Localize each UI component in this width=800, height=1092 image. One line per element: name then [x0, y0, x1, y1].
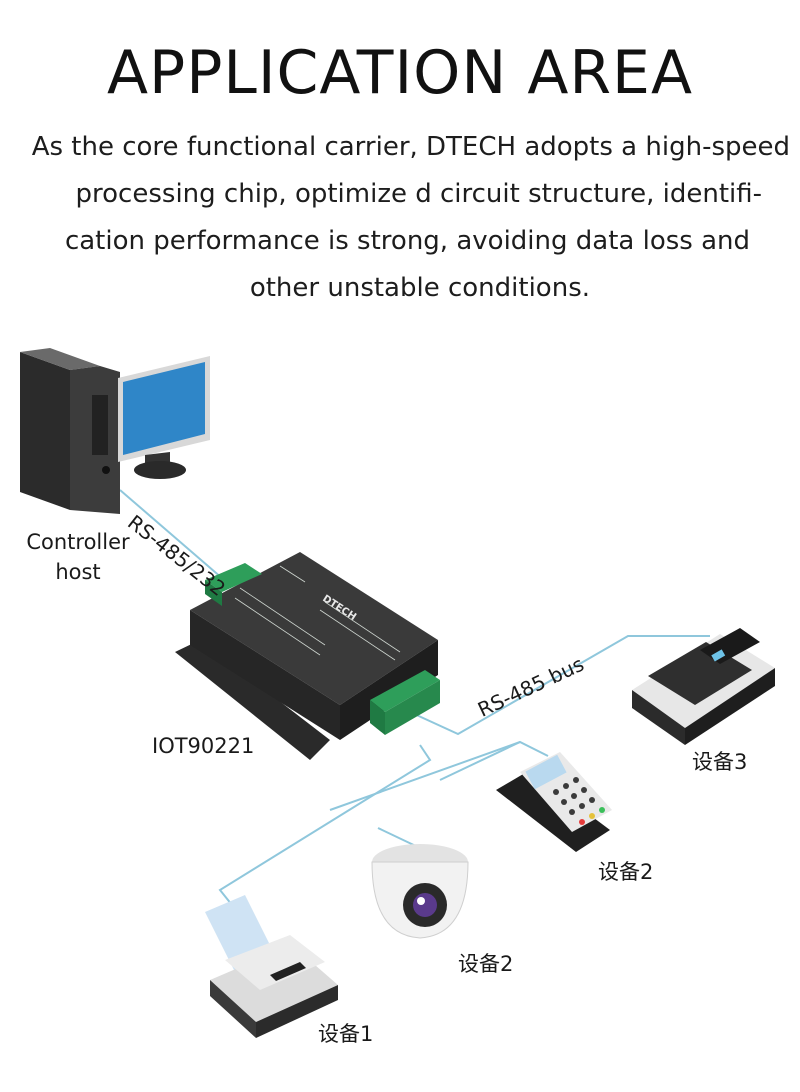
- controller-label-line: host: [55, 560, 101, 584]
- computer-icon: [20, 348, 210, 514]
- description-line: processing chip, optimize d circuit stru…: [75, 179, 762, 209]
- device-label-camera: 设备2: [458, 952, 514, 976]
- controller-host-label: Controller host: [18, 530, 138, 584]
- dome-camera-icon: [371, 844, 469, 939]
- link-host-to-hub: [119, 489, 231, 586]
- device-label-fax: 设备3: [692, 750, 748, 774]
- printer-icon: [205, 895, 338, 1038]
- pos-terminal-icon: [496, 752, 612, 852]
- hub-model-label: IOT90221: [152, 734, 255, 758]
- hub-device-icon: DTECH: [175, 552, 440, 760]
- bus-line: [409, 635, 710, 736]
- fax-machine-icon: [632, 628, 775, 745]
- controller-label-line: Controller: [26, 530, 130, 554]
- link-to-pos: [439, 741, 521, 781]
- description-line: cation performance is strong, avoiding d…: [64, 226, 750, 256]
- page-title: APPLICATION AREA: [106, 38, 694, 108]
- device-label-pos: 设备2: [598, 860, 654, 884]
- device-label-printer: 设备1: [318, 1022, 374, 1046]
- description-line: other unstable conditions.: [249, 273, 590, 303]
- description-line: As the core functional carrier, DTECH ad…: [31, 132, 790, 162]
- description: As the core functional carrier, DTECH ad…: [30, 124, 790, 312]
